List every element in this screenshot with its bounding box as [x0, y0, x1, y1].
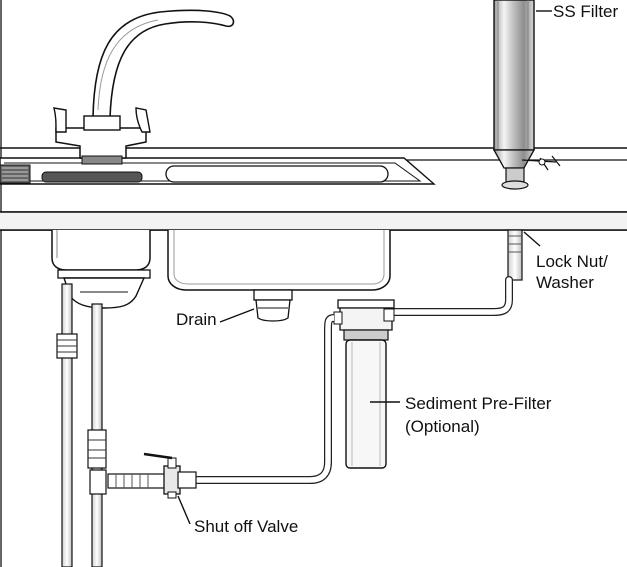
- drain-leader: [219, 308, 255, 323]
- faucet: [53, 9, 235, 165]
- label-drain: Drain: [176, 310, 217, 329]
- ss-filter-unit: [492, 0, 561, 190]
- label-shut-off-valve: Shut off Valve: [194, 517, 298, 536]
- line-filter-to-valve: [196, 314, 335, 484]
- shutoff-valve: [107, 452, 197, 499]
- label-sediment-line1: Sediment Pre-Filter: [405, 394, 552, 413]
- sink-top: [0, 157, 436, 185]
- label-lock-nut-line2: Washer: [536, 273, 594, 292]
- lock-nut: [507, 229, 523, 281]
- label-sediment-line2: (Optional): [405, 417, 480, 436]
- supply-pipes: [56, 283, 107, 567]
- shutoff-valve-leader: [177, 495, 191, 525]
- label-ss-filter: SS Filter: [553, 2, 619, 21]
- lock-nut-leader: [523, 231, 541, 247]
- label-lock-nut-line1: Lock Nut/: [536, 252, 608, 271]
- sediment-prefilter: [333, 299, 395, 469]
- right-basin: [167, 230, 391, 322]
- supply-line-to-filter: [386, 276, 513, 316]
- left-basin: [51, 230, 151, 309]
